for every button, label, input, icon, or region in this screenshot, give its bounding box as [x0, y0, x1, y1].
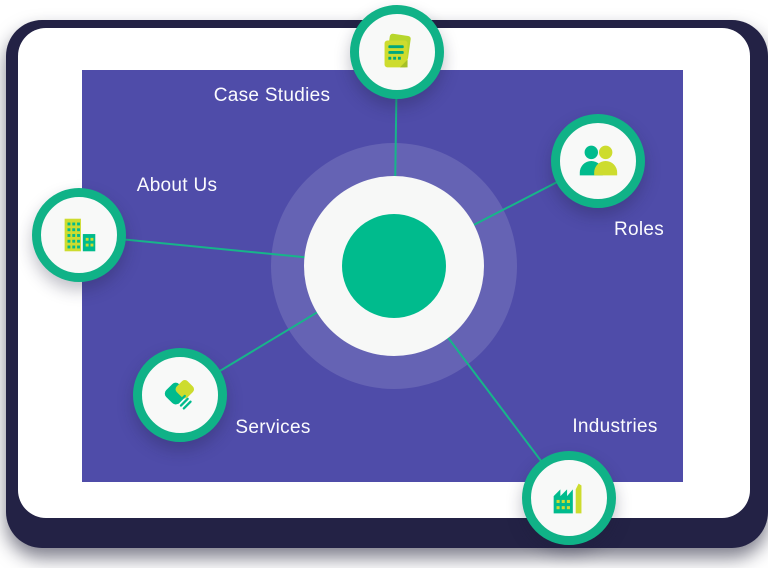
buildings-icon: [64, 218, 96, 252]
node-about-us[interactable]: [32, 188, 126, 282]
node-label-about-us: About Us: [136, 175, 218, 196]
node-case-studies[interactable]: [350, 5, 444, 99]
node-label-roles: Roles: [613, 219, 665, 240]
node-label-industries: Industries: [572, 416, 658, 437]
people-icon: [579, 145, 618, 176]
documents-icon: [384, 33, 411, 68]
node-services[interactable]: [133, 348, 227, 442]
hub-center: [342, 214, 446, 318]
handshake-icon: [164, 379, 195, 410]
node-label-case-studies: Case Studies: [213, 85, 331, 106]
node-label-services: Services: [235, 417, 311, 438]
node-industries[interactable]: [522, 451, 616, 545]
node-roles[interactable]: [551, 114, 645, 208]
factory-icon: [553, 483, 582, 514]
